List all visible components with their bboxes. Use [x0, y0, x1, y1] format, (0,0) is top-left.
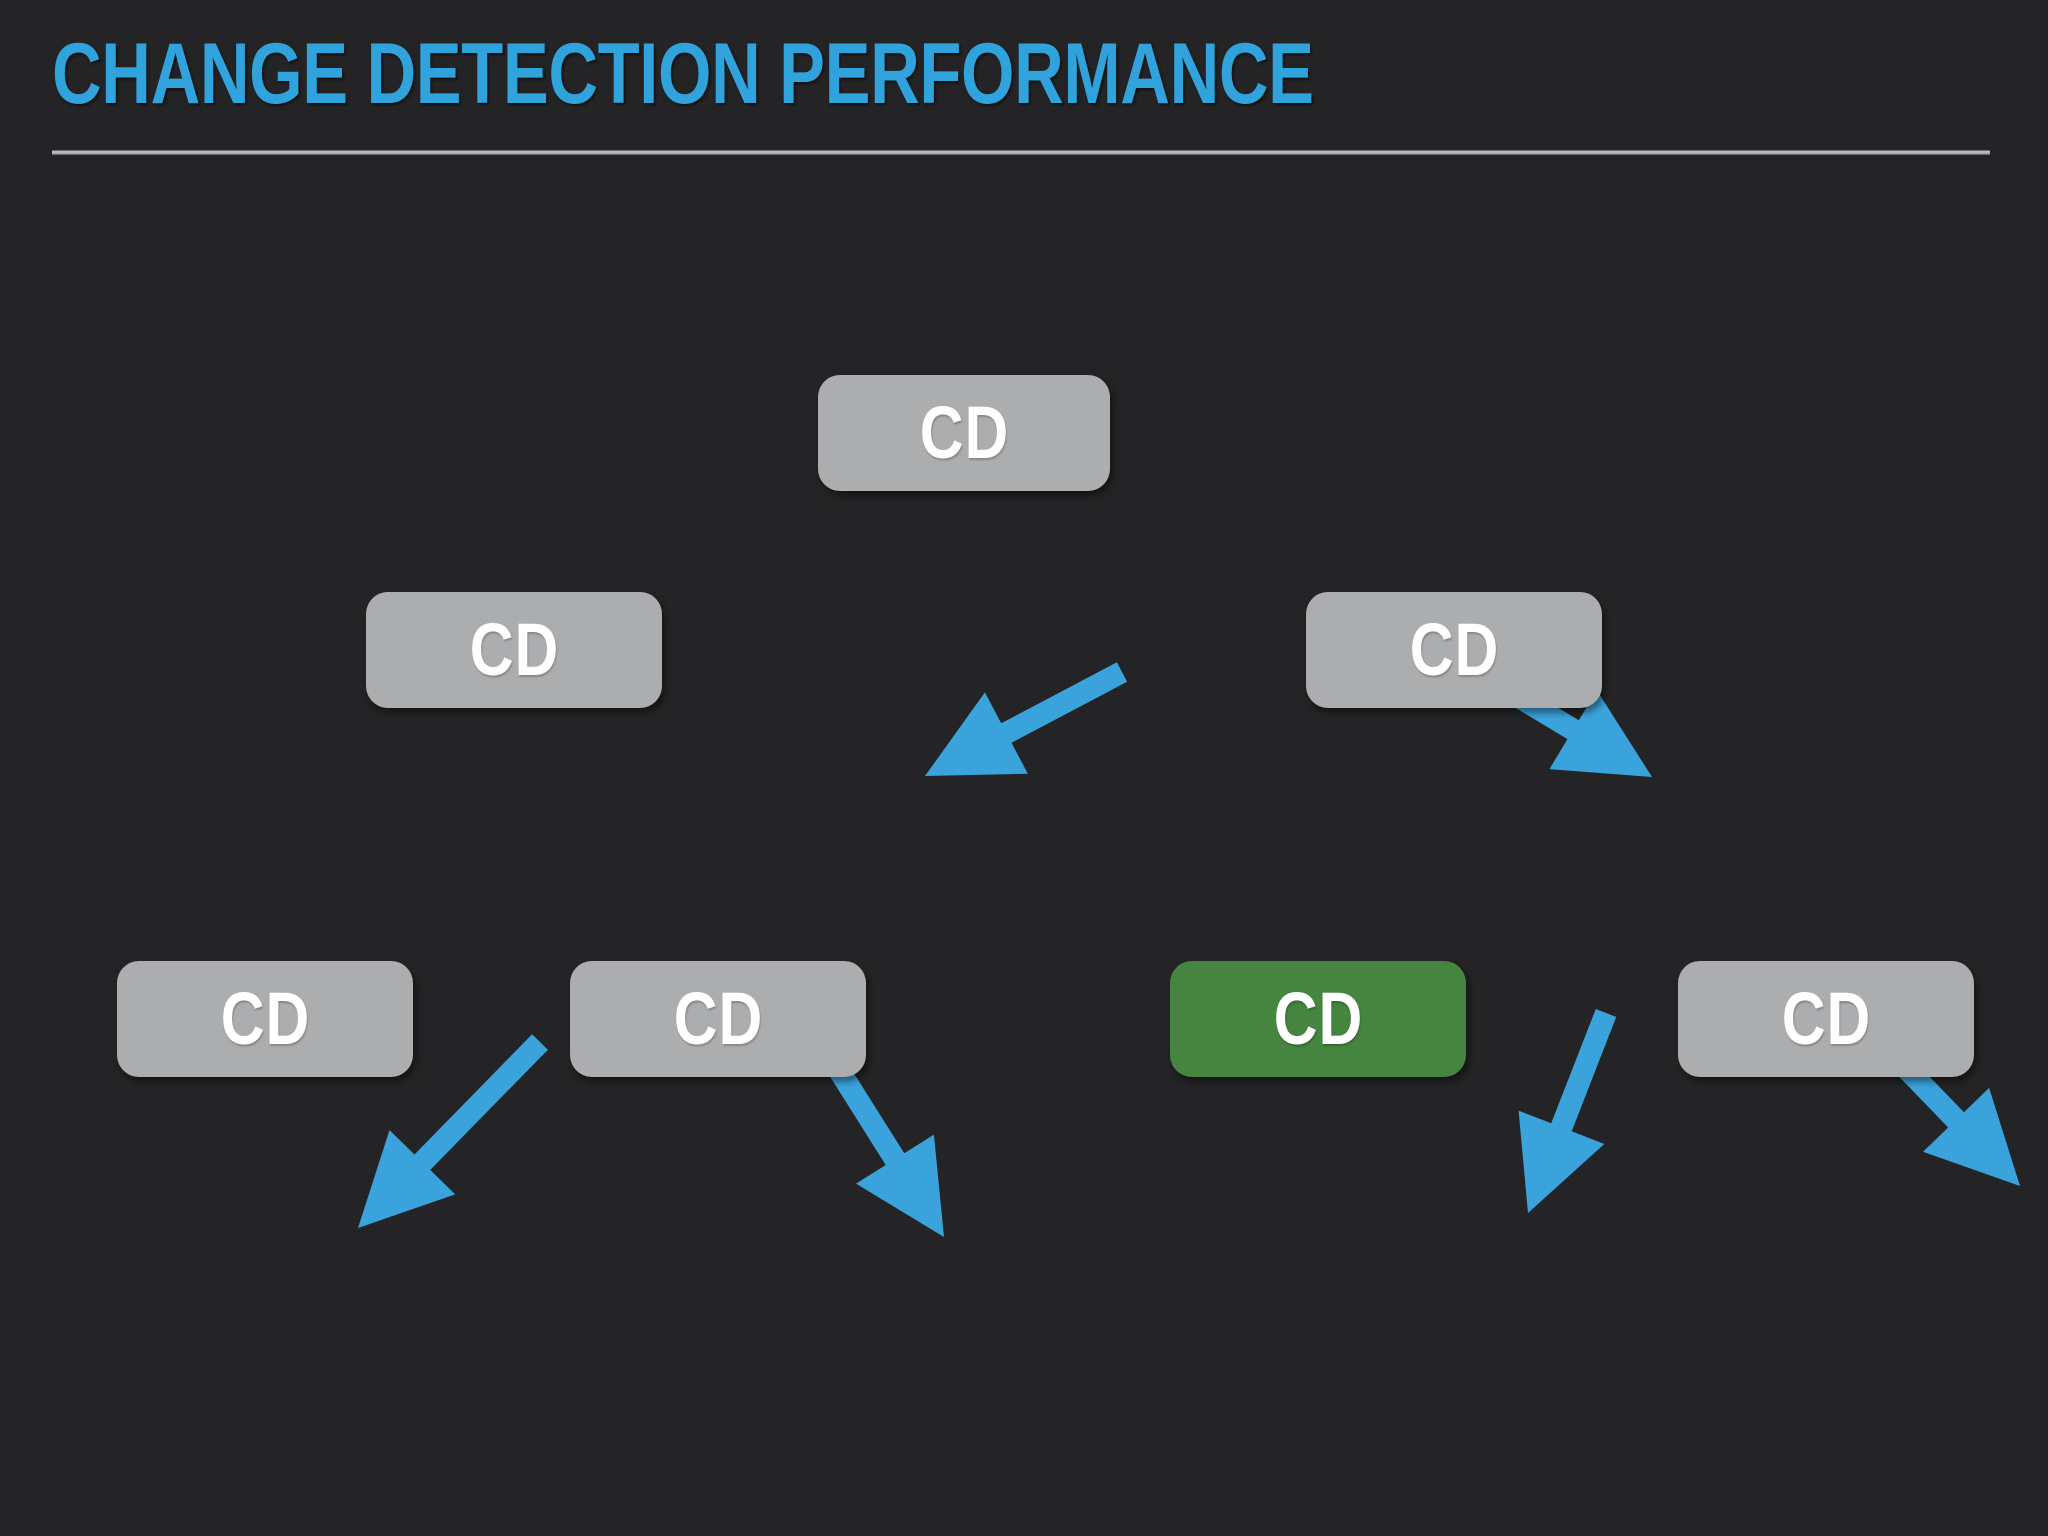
connector-arrow — [925, 662, 1128, 776]
title-divider-rule — [52, 150, 1990, 155]
page-title: CHANGE DETECTION PERFORMANCE — [52, 26, 1314, 122]
connector-arrow — [1518, 1009, 1617, 1213]
tree-node-label: CD — [1273, 977, 1363, 1060]
tree-node-label: CD — [220, 977, 310, 1060]
tree-node-l2-b[interactable]: CD — [1306, 592, 1602, 708]
tree-node-l3-c[interactable]: CD — [1170, 961, 1466, 1077]
tree-node-l3-d[interactable]: CD — [1678, 961, 1974, 1077]
tree-node-l3-b[interactable]: CD — [570, 961, 866, 1077]
tree-node-label: CD — [1409, 608, 1499, 691]
slide-header: CHANGE DETECTION PERFORMANCE — [52, 28, 1996, 158]
tree-node-label: CD — [1781, 977, 1871, 1060]
tree-node-label: CD — [673, 977, 763, 1060]
tree-node-label: CD — [919, 391, 1009, 474]
tree-node-l2-a[interactable]: CD — [366, 592, 662, 708]
tree-node-l3-a[interactable]: CD — [117, 961, 413, 1077]
tree-node-root[interactable]: CD — [818, 375, 1110, 491]
tree-node-label: CD — [469, 608, 559, 691]
